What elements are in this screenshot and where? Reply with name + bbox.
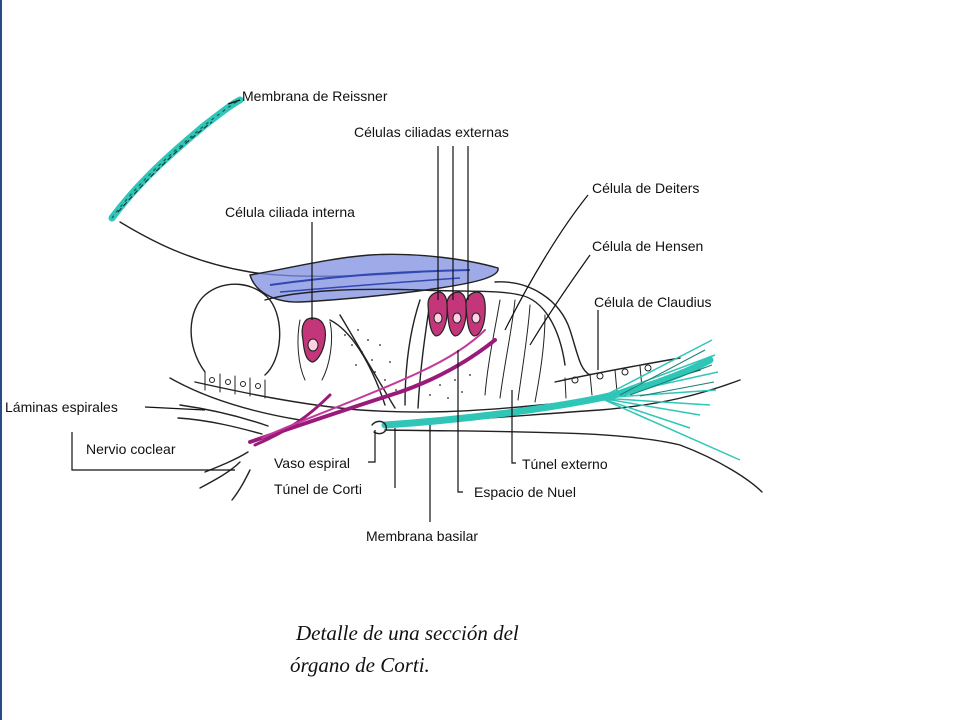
- basilar-membrane: [381, 339, 741, 461]
- caption-line-1: Detalle de una sección del: [296, 621, 519, 645]
- label-corti-tunnel: Túnel de Corti: [274, 481, 362, 497]
- inner-hair-cell: [297, 317, 333, 381]
- label-cochlear-nerve: Nervio coclear: [86, 441, 176, 457]
- label-claudius-cell: Célula de Claudius: [594, 294, 712, 310]
- label-basilar-membrane: Membrana basilar: [366, 528, 479, 544]
- leader-lines: [71, 99, 599, 522]
- label-reissner-membrane: Membrana de Reissner: [242, 88, 388, 104]
- spiral-vessel: [371, 420, 387, 435]
- label-inner-hair-cell: Célula ciliada interna: [225, 204, 355, 220]
- claudius-cells: [554, 357, 681, 399]
- label-deiters-cell: Célula de Deiters: [592, 180, 700, 196]
- label-outer-tunnel: Túnel externo: [522, 456, 608, 472]
- slide-left-border: [0, 0, 2, 720]
- outer-hair-cells: [427, 291, 486, 337]
- organ-outline: [169, 281, 763, 501]
- label-spiral-vessel: Vaso espiral: [274, 455, 351, 471]
- label-outer-hair-cells: Células ciliadas externas: [354, 124, 509, 140]
- label-spiral-laminae: Láminas espirales: [5, 399, 118, 415]
- caption-line-2: órgano de Corti.: [290, 653, 430, 677]
- label-nuel-space: Espacio de Nuel: [474, 484, 576, 500]
- nerve-fibers: [248, 329, 497, 447]
- inner-border-cells: [204, 371, 266, 399]
- label-hensen-cell: Célula de Hensen: [592, 238, 704, 254]
